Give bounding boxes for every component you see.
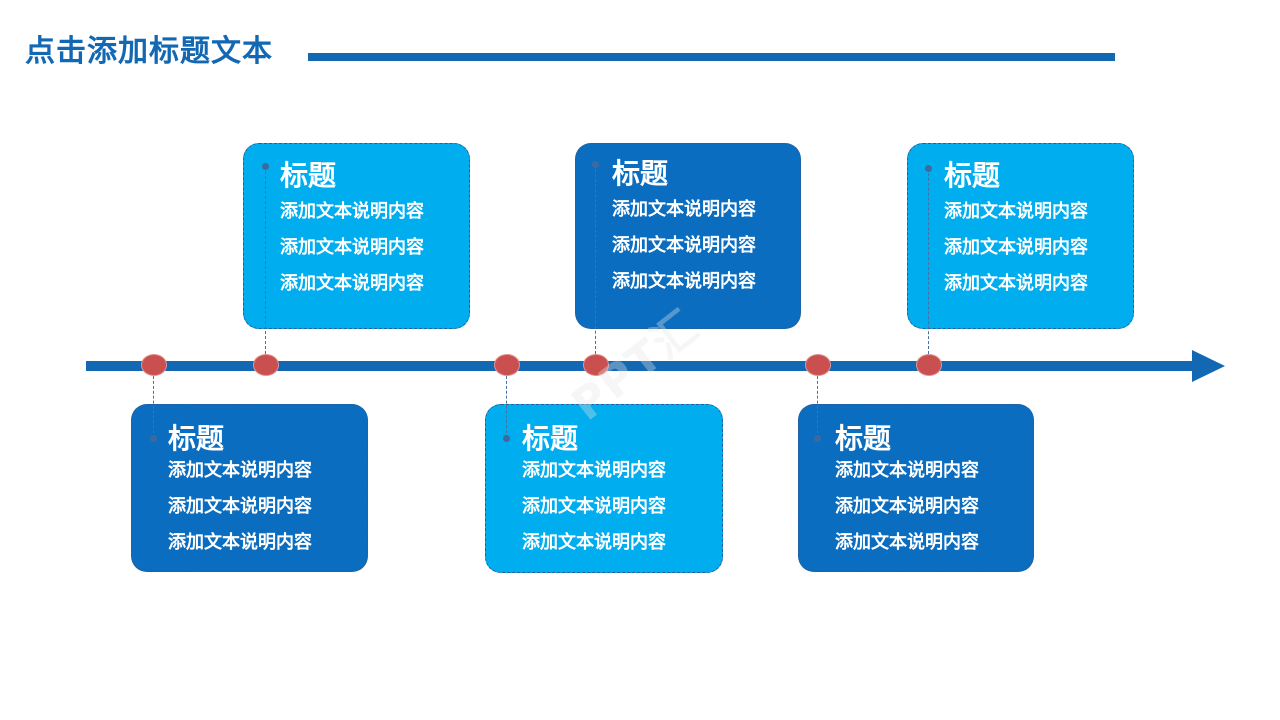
card-connector bbox=[595, 164, 596, 354]
card-text-line: 添加文本说明内容 bbox=[280, 273, 424, 294]
timeline-marker-2 bbox=[253, 354, 279, 376]
card-connector bbox=[153, 376, 154, 438]
timeline-arrow-icon bbox=[1192, 350, 1225, 382]
card-connector bbox=[506, 376, 507, 438]
card-text-line: 添加文本说明内容 bbox=[168, 496, 312, 517]
card-text-line: 添加文本说明内容 bbox=[522, 532, 666, 553]
timeline-marker-6 bbox=[916, 354, 942, 376]
timeline-marker-3 bbox=[494, 354, 520, 376]
timeline-card-3: 标题 添加文本说明内容 添加文本说明内容 添加文本说明内容 bbox=[485, 404, 723, 573]
card-text-line: 添加文本说明内容 bbox=[835, 532, 979, 553]
timeline-card-6: 标题 添加文本说明内容 添加文本说明内容 添加文本说明内容 bbox=[907, 143, 1134, 329]
card-title: 标题 bbox=[168, 422, 225, 455]
card-text-line: 添加文本说明内容 bbox=[944, 237, 1088, 258]
card-text-line: 添加文本说明内容 bbox=[944, 273, 1088, 294]
card-text-line: 添加文本说明内容 bbox=[944, 201, 1088, 222]
page-title: 点击添加标题文本 bbox=[25, 34, 273, 69]
card-text-line: 添加文本说明内容 bbox=[612, 199, 756, 220]
card-title: 标题 bbox=[522, 422, 579, 455]
timeline-marker-4 bbox=[583, 354, 609, 376]
card-title: 标题 bbox=[835, 422, 892, 455]
card-connector bbox=[817, 376, 818, 438]
card-connector bbox=[928, 168, 929, 354]
card-text-line: 添加文本说明内容 bbox=[280, 237, 424, 258]
timeline-marker-1 bbox=[141, 354, 167, 376]
timeline-marker-5 bbox=[805, 354, 831, 376]
card-text-line: 添加文本说明内容 bbox=[835, 460, 979, 481]
card-text-line: 添加文本说明内容 bbox=[612, 271, 756, 292]
timeline-card-2: 标题 添加文本说明内容 添加文本说明内容 添加文本说明内容 bbox=[243, 143, 470, 329]
card-text-line: 添加文本说明内容 bbox=[168, 460, 312, 481]
connector-dot bbox=[503, 435, 510, 442]
card-text-line: 添加文本说明内容 bbox=[612, 235, 756, 256]
card-connector bbox=[265, 166, 266, 354]
title-underline bbox=[308, 53, 1115, 61]
timeline-card-1: 标题 添加文本说明内容 添加文本说明内容 添加文本说明内容 bbox=[131, 404, 368, 572]
timeline-card-4: 标题 添加文本说明内容 添加文本说明内容 添加文本说明内容 bbox=[575, 143, 801, 329]
connector-dot bbox=[925, 165, 932, 172]
timeline-axis bbox=[86, 361, 1198, 371]
connector-dot bbox=[150, 435, 157, 442]
card-text-line: 添加文本说明内容 bbox=[168, 532, 312, 553]
connector-dot bbox=[262, 163, 269, 170]
timeline-card-5: 标题 添加文本说明内容 添加文本说明内容 添加文本说明内容 bbox=[798, 404, 1034, 572]
card-text-line: 添加文本说明内容 bbox=[522, 460, 666, 481]
card-title: 标题 bbox=[612, 157, 669, 190]
card-title: 标题 bbox=[944, 159, 1001, 192]
card-text-line: 添加文本说明内容 bbox=[280, 201, 424, 222]
card-text-line: 添加文本说明内容 bbox=[835, 496, 979, 517]
card-title: 标题 bbox=[280, 159, 337, 192]
card-text-line: 添加文本说明内容 bbox=[522, 496, 666, 517]
connector-dot bbox=[814, 435, 821, 442]
connector-dot bbox=[592, 161, 599, 168]
